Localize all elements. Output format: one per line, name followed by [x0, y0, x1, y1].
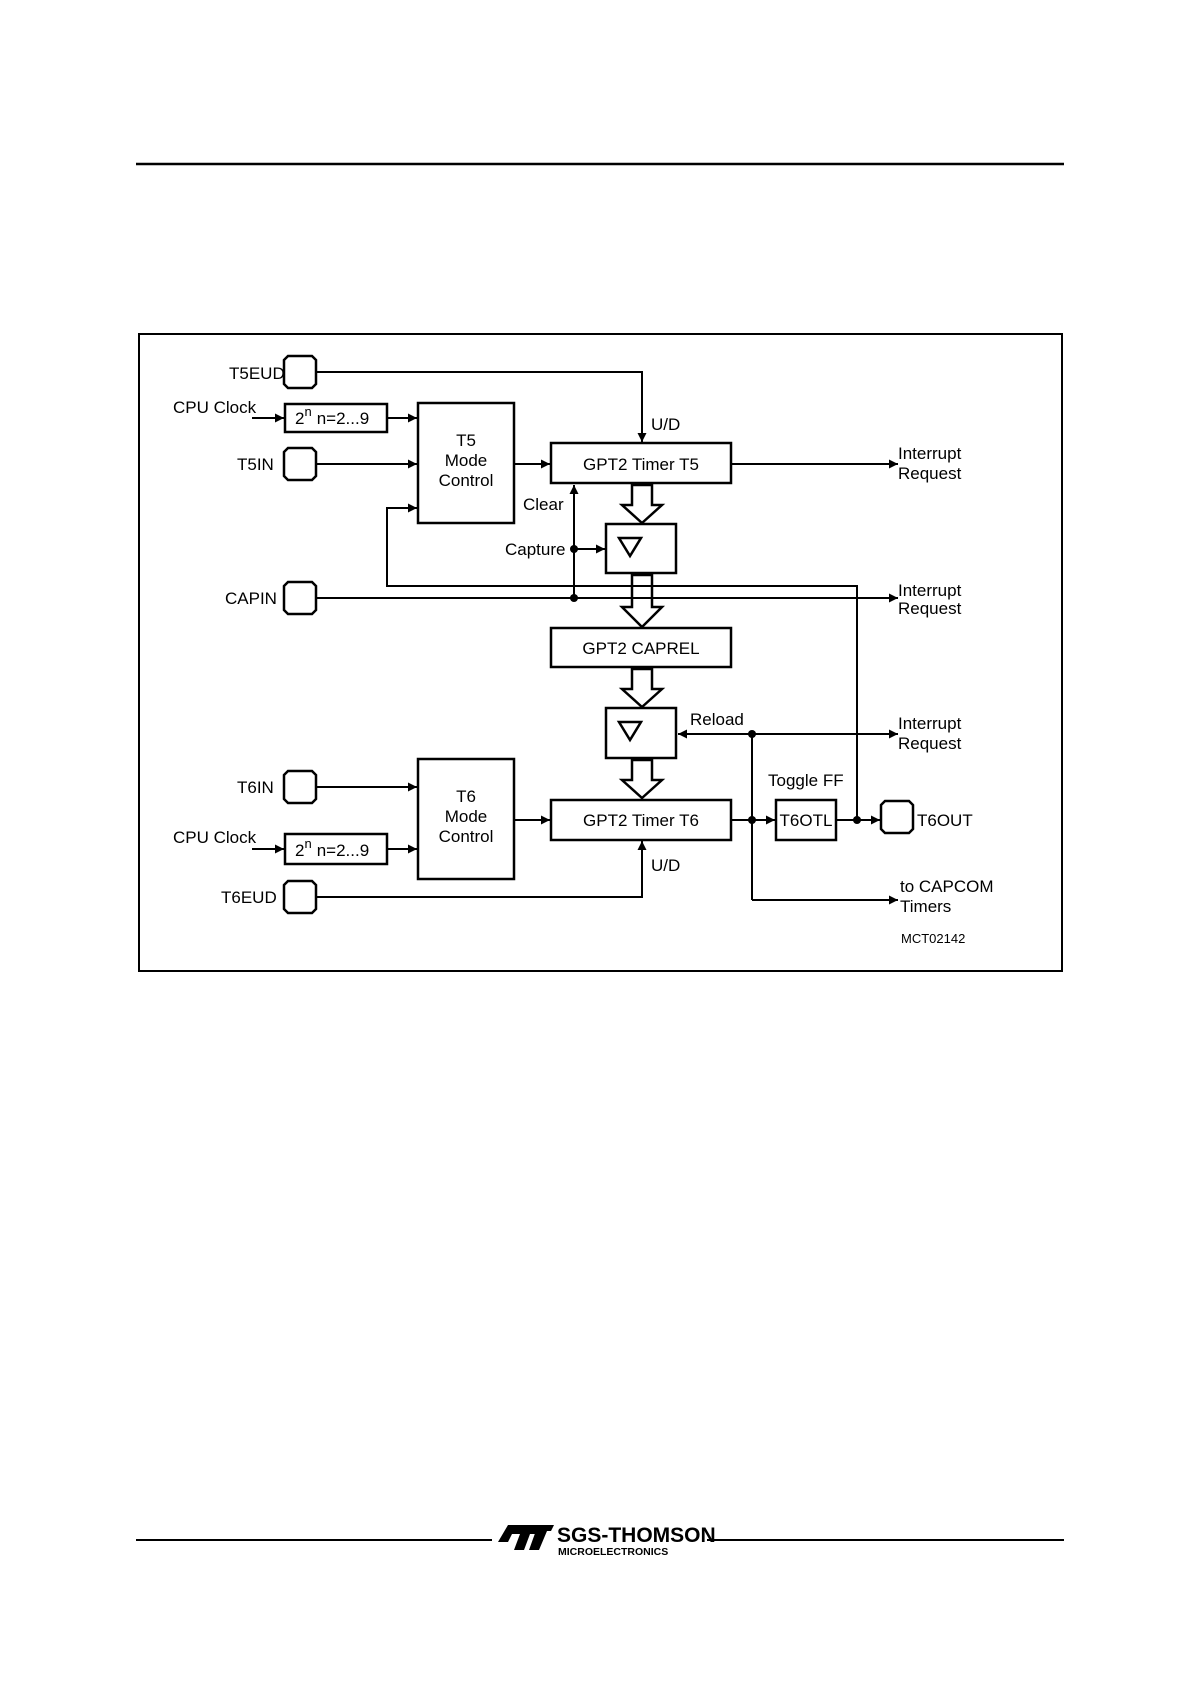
junction-capin — [570, 594, 578, 602]
t6-mode-line-2: Mode — [445, 807, 488, 826]
pin-t6eud-pad — [282, 879, 318, 915]
pin-label-t6eud: T6EUD — [221, 888, 277, 907]
st-logo-icon — [498, 1525, 554, 1550]
cpu-clock-bottom-label: CPU Clock — [173, 828, 257, 847]
ud-bottom-label: U/D — [651, 856, 680, 875]
footer-brand-sub: MICROELECTRONICS — [558, 1546, 668, 1558]
t6-mode-line-3: Control — [439, 827, 494, 846]
capture-latch-triangle-icon — [616, 536, 644, 559]
t5-mode-line-1: T5 — [456, 431, 476, 450]
pin-label-capin: CAPIN — [225, 589, 277, 608]
capture-latch-box — [604, 522, 678, 575]
reload-latch-triangle-icon — [616, 720, 644, 743]
junction-capture — [570, 545, 578, 553]
interrupt-2-line-1: Interrupt — [898, 581, 962, 600]
t5-mode-line-3: Control — [439, 471, 494, 490]
capture-label: Capture — [505, 540, 565, 559]
reload-latch-box — [604, 706, 678, 760]
ud-top-label: U/D — [651, 415, 680, 434]
interrupt-2-line-2: Request — [898, 599, 962, 618]
pin-label-t5in: T5IN — [237, 455, 274, 474]
prescaler-top-box — [283, 402, 389, 434]
t6otl-box — [774, 798, 838, 842]
interrupt-3-line-1: Interrupt — [898, 714, 962, 733]
gpt2-timer-t5-box — [549, 441, 733, 485]
junction-t6-out — [748, 816, 756, 824]
interrupt-3-line-2: Request — [898, 734, 962, 753]
capcom-line-2: Timers — [900, 897, 951, 916]
figure-id: MCT02142 — [901, 931, 965, 946]
capcom-line-1: to CAPCOM — [900, 877, 994, 896]
cpu-clock-top-label: CPU Clock — [173, 398, 257, 417]
pin-t6in-pad — [282, 769, 318, 805]
gpt2-timer-t6-box — [549, 798, 733, 842]
footer-brand: SGS-THOMSON — [557, 1524, 716, 1547]
junction-t6otl-out — [853, 816, 861, 824]
block-arrow-reload-to-t6 — [618, 758, 666, 800]
line-t6eud-ud — [316, 841, 647, 898]
reload-label: Reload — [690, 710, 744, 729]
block-arrow-caprel-to-reload — [618, 667, 666, 709]
block-arrow-capture-to-caprel — [618, 573, 666, 629]
line-t5eud-ud — [316, 371, 647, 442]
line-t6out-feedback — [386, 503, 858, 820]
pin-label-t6in: T6IN — [237, 778, 274, 797]
interrupt-1-line-1: Interrupt — [898, 444, 962, 463]
clear-label: Clear — [523, 495, 564, 514]
gpt2-caprel-box — [549, 626, 733, 669]
pin-t6out-pad — [879, 799, 915, 835]
t6-mode-line-1: T6 — [456, 787, 476, 806]
gpt2-timer-t5-label: GPT2 Timer T5 — [583, 455, 699, 474]
pin-label-t6out: T6OUT — [917, 811, 973, 830]
pin-label-t5eud: T5EUD — [229, 364, 285, 383]
pin-t5in-pad — [282, 446, 318, 482]
pin-capin-pad — [282, 580, 318, 616]
gpt2-caprel-label: GPT2 CAPREL — [582, 639, 699, 658]
t6otl-label: T6OTL — [780, 811, 833, 830]
t5-mode-line-2: Mode — [445, 451, 488, 470]
gpt2-timer-t6-label: GPT2 Timer T6 — [583, 811, 699, 830]
block-arrow-t5-to-capture — [618, 483, 666, 525]
pin-t5eud-pad — [282, 354, 318, 390]
interrupt-1-line-2: Request — [898, 464, 962, 483]
diagram-frame — [138, 333, 1063, 972]
prescaler-bottom-box — [283, 832, 389, 866]
junction-reload — [748, 730, 756, 738]
toggle-ff-label: Toggle FF — [768, 771, 844, 790]
